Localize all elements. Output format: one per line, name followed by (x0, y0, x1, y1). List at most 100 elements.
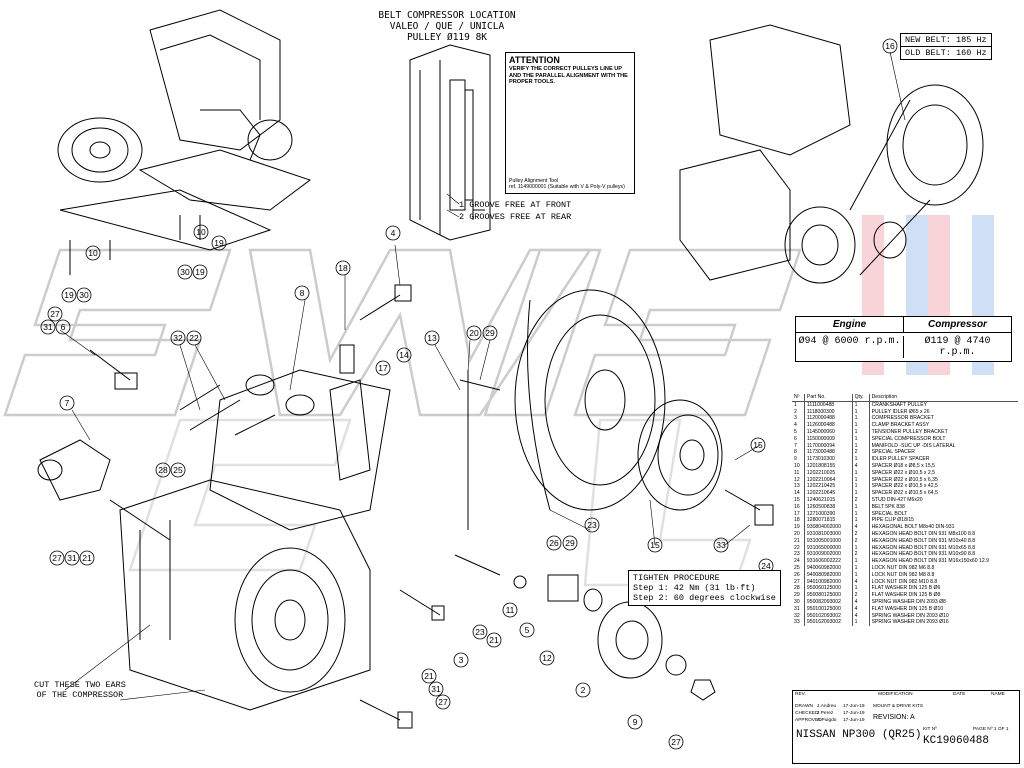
bom-cell: 1 (851, 619, 870, 627)
bom-cell: 1 (794, 401, 797, 408)
bolts-and-spacers (89, 284, 774, 729)
bom-cell: 1 (851, 442, 870, 450)
attention-caption-1: Pulley Alignment Tool (509, 177, 559, 184)
bom-cell: 8 (794, 449, 797, 456)
callout-19: 19 (195, 267, 205, 277)
bom-cell: FLAT WASHER DIN 125 B Ø8 (868, 592, 1018, 599)
bom-cell: 1 (851, 544, 870, 552)
approved-by: A.Puigdo (817, 718, 837, 723)
bom-cell: 20 (794, 530, 800, 537)
callout-24: 24 (761, 561, 771, 571)
compressor-bracket (209, 369, 391, 531)
engine-bracket-view (57, 9, 312, 275)
bom-header-cell: Nº (792, 394, 805, 402)
callout-31: 31 (43, 322, 53, 332)
bom-cell: 1118000300 (803, 408, 853, 416)
bom-cell: 4 (851, 598, 870, 606)
bom-cell: SPRING WASHER DIN 2093 Ø16 (868, 619, 1018, 627)
bom-cell: CRANKSHAFT PULLEY (868, 401, 1018, 409)
watermark-logo (3, 248, 802, 587)
checked-label: CHECKED (795, 711, 819, 716)
attention-caption-2: ref. 1149000001 (Suitable with V & Poly-… (509, 183, 625, 190)
bom-cell: 2 (851, 496, 870, 504)
callout-27: 27 (52, 553, 62, 563)
bom-cell: SPRING WASHER DIN 2093 Ø10 (868, 612, 1018, 620)
bom-cell: 950082093002 (803, 598, 853, 606)
callout-27: 27 (438, 697, 448, 707)
header-line-2: VALEO / QUE / UNICLA (389, 21, 505, 32)
bom-cell: 940060982000 (803, 564, 853, 572)
bom-cell: COMPRESSOR BRACKET (868, 415, 1018, 423)
approved-date: 17-Jun-19 (843, 718, 865, 723)
bom-cell: 10 (794, 462, 800, 469)
callout-10: 10 (88, 248, 98, 258)
callout-21: 21 (424, 671, 434, 681)
bom-cell: 13 (794, 483, 800, 490)
bom-cell: 1 (851, 585, 870, 593)
cut-note-line-2: OF THE COMPRESSOR (36, 690, 124, 700)
bom-cell: 1 (851, 428, 870, 436)
bom-cell: 2 (851, 530, 870, 538)
callout-5: 5 (525, 625, 530, 635)
bom-cell: SPRING WASHER DIN 2093 Ø8 (868, 598, 1018, 606)
old-belt-frequency: OLD BELT: 160 Hz (905, 48, 987, 58)
compressor-main (37, 439, 371, 711)
bom-cell: 28 (794, 585, 800, 592)
date-label: DATE (953, 692, 966, 697)
callout-27: 27 (671, 737, 681, 747)
cut-ears-note: CUT THESE TWO EARS OF THE COMPRESSOR (34, 680, 126, 700)
bom-cell: IDLER PULLEY SPACER (868, 456, 1018, 463)
rev-label: REV. (795, 692, 806, 697)
bom-cell: 1 (851, 408, 870, 416)
bom-cell: 1150000009 (803, 435, 853, 443)
bom-cell: SPACER Ø22 x Ø10,5 x 2,5 (868, 469, 1018, 477)
bom-cell: 1 (851, 456, 870, 463)
bom-cell: 1 (851, 490, 870, 497)
bom-cell: 1260500838 (803, 503, 853, 511)
callout-14: 14 (399, 350, 409, 360)
bom-cell: HEXAGON HEAD BOLT DIN 931 M10x90 8.8 (868, 551, 1018, 559)
callout-23: 23 (587, 520, 597, 530)
bom-cell: HEXAGON HEAD BOLT DIN 931 M10x40 8.8 (868, 537, 1018, 545)
bom-cell: 1201808155 (803, 462, 853, 470)
callout-15: 15 (650, 540, 660, 550)
bom-cell: 3 (794, 415, 797, 422)
callout-23: 23 (475, 627, 485, 637)
callout-25: 25 (173, 465, 183, 475)
bom-cell: 931065000000 (803, 544, 853, 552)
groove-front: 1 GROOVE FREE AT FRONT (459, 200, 572, 210)
bom-cell: STUD DIN-427 M6x20 (868, 496, 1018, 504)
bom-cell: 4 (851, 605, 870, 613)
callout-22: 22 (189, 333, 199, 343)
callout-13: 13 (427, 333, 437, 343)
bom-cell: 2 (851, 537, 870, 545)
bom-cell: 1 (851, 476, 870, 484)
bom-cell: 4 (794, 422, 797, 429)
callout-7: 7 (65, 398, 70, 408)
callout-numbers: 10 10 19 19 30 30 19 16 4 18 8 27 31 6 3… (43, 41, 895, 747)
callout-18: 18 (338, 263, 348, 273)
callout-12: 12 (542, 653, 552, 663)
vehicle-model: NISSAN NP300 (QR25) (796, 729, 922, 741)
callout-33: 33 (716, 540, 726, 550)
bom-cell: 1 (851, 415, 870, 423)
callout-30: 30 (180, 267, 190, 277)
bom-cell: 1 (851, 469, 870, 477)
